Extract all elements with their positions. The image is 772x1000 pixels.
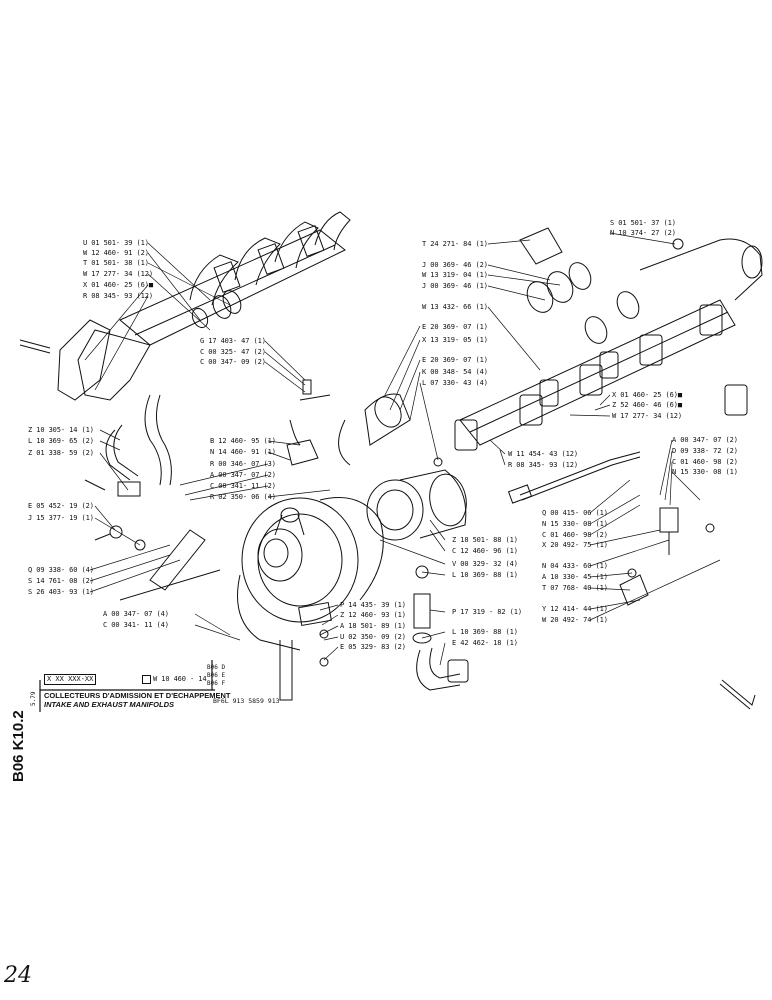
part-label: J 00 369- 46 (2) — [422, 261, 488, 269]
part-label: C 00 341- 11 (2) — [210, 482, 276, 490]
part-label: N 10 374- 27 (2) — [610, 229, 676, 237]
part-label: C 00 325- 47 (2) — [200, 348, 266, 356]
left-hoses — [84, 394, 221, 601]
part-label: C 01 460- 98 (2) — [542, 531, 608, 539]
part-label: E 20 369- 07 (1) — [422, 356, 488, 364]
part-label: B 12 460- 95 (1) — [210, 437, 276, 445]
part-label: L 10 369- 88 (1) — [452, 628, 518, 636]
part-label: Z 01 338- 59 (2) — [28, 449, 94, 457]
exhaust-manifold — [454, 227, 763, 451]
part-label: C 00 341- 11 (4) — [103, 621, 169, 629]
part-label: J 15 377- 19 (1) — [28, 514, 94, 522]
part-label: Z 10 305- 14 (1) — [28, 426, 94, 434]
part-label: L 10 369- 65 (2) — [28, 437, 94, 445]
part-label: S 26 403- 93 (1) — [28, 588, 94, 596]
part-label: E 05 452- 19 (2) — [28, 502, 94, 510]
part-label: Z 12 460- 93 (1) — [340, 611, 406, 619]
reference-checkbox-label: W 10 460 - 14 — [153, 675, 207, 683]
part-label: J 00 369- 46 (1) — [422, 282, 488, 290]
title-french: COLLECTEURS D'ADMISSION ET D'ECHAPPEMENT — [44, 691, 231, 700]
part-label: E 05 329- 83 (2) — [340, 643, 406, 651]
part-label: L 07 330- 43 (4) — [422, 379, 488, 387]
engine-models: BF6L 913 5859 913 — [213, 697, 280, 705]
part-label: W 20 492- 74 (1) — [542, 616, 608, 624]
part-label: Z 18 501- 88 (1) — [452, 536, 518, 544]
part-label: R 08 345- 93 (12) — [508, 461, 578, 469]
part-label: T 24 271- 84 (1) — [422, 240, 488, 248]
part-label: U 02 350- 09 (2) — [340, 633, 406, 641]
part-label: W 17 277- 34 (12) — [612, 412, 682, 420]
part-label: L 10 369- 88 (1) — [452, 571, 518, 579]
variant-item: B06 F — [207, 680, 226, 687]
part-label: A 00 347- 07 (2) — [672, 436, 738, 444]
reference-box: X XX XXX-XX — [44, 674, 97, 685]
part-label: P 14 435- 39 (1) — [340, 601, 406, 609]
part-label: P 17 319 - 82 (1) — [452, 608, 522, 616]
part-label: A 18 501- 89 (1) — [340, 622, 406, 630]
part-label: C 12 460- 96 (1) — [452, 547, 518, 555]
part-label: W 12 460- 91 (2) — [83, 249, 149, 257]
leader-lines — [84, 232, 721, 666]
part-label: Y 12 414- 44 (1) — [542, 605, 608, 613]
variant-item: B06 E — [207, 672, 226, 679]
part-label: E 20 369- 07 (1) — [422, 323, 488, 331]
part-label: E 42 462- 18 (1) — [452, 639, 518, 647]
variant-list: B06 D B06 E B06 F — [207, 664, 225, 688]
part-label: W 13 319- 04 (1) — [422, 271, 488, 279]
part-label: A 10 330- 45 (1) — [542, 573, 608, 581]
part-label: R 08 345- 93 (12) — [83, 292, 153, 300]
water-pipe — [412, 565, 469, 691]
variant-item: B06 D — [207, 664, 226, 671]
page-number: 24 — [4, 963, 32, 988]
part-label: Q 00 415- 06 (1) — [542, 509, 608, 517]
part-label: D 09 338- 72 (2) — [672, 447, 738, 455]
part-label: W 11 454- 43 (12) — [508, 450, 578, 458]
part-label: S 01 501- 37 (1) — [610, 219, 676, 227]
part-label: N 15 330- 08 (1) — [542, 520, 608, 528]
part-label: T 07 768- 40 (1) — [542, 584, 608, 592]
part-label: N 14 460- 91 (1) — [210, 448, 276, 456]
turbocharger — [237, 497, 384, 701]
part-label: S 14 761- 08 (2) — [28, 577, 94, 585]
part-label: X 13 319- 05 (1) — [422, 336, 488, 344]
part-label: V 00 329- 32 (4) — [452, 560, 518, 568]
title-block-frame — [39, 660, 215, 712]
sheet-code: B06 K10.2 — [10, 710, 30, 782]
intake-connector — [286, 379, 443, 467]
part-label: N 04 433- 60 (1) — [542, 562, 608, 570]
sheet-code-text: B06 K10.2 — [10, 710, 27, 782]
title-english: INTAKE AND EXHAUST MANIFOLDS — [44, 700, 174, 709]
part-label: Q 09 338- 60 (4) — [28, 566, 94, 574]
part-label: A 00 347- 07 (2) — [210, 471, 276, 479]
drain-pipe — [507, 451, 756, 710]
part-label: Z 52 460- 46 (6)■ — [612, 401, 682, 409]
part-label: X 20 492- 75 (1) — [542, 541, 608, 549]
part-label: T 01 501- 38 (1) — [83, 259, 149, 267]
part-label: R 00 346- 07 (3) — [210, 460, 276, 468]
checkbox-icon — [142, 675, 151, 684]
part-label: N 15 330- 08 (1) — [672, 468, 738, 476]
part-label: U 01 501- 39 (1) — [83, 239, 149, 247]
sheet-date: 5.79 — [30, 691, 37, 706]
part-label: C 01 460- 98 (2) — [672, 458, 738, 466]
part-label: X 01 460- 25 (6)■ — [612, 391, 682, 399]
part-label: K 00 348- 54 (4) — [422, 368, 488, 376]
part-label: W 13 432- 66 (1) — [422, 303, 488, 311]
part-label: W 17 277- 34 (12) — [83, 270, 153, 278]
part-label: X 01 460- 25 (6)■ — [83, 281, 153, 289]
part-label: A 00 347- 07 (4) — [103, 610, 169, 618]
intake-manifold — [19, 211, 351, 401]
turbo-elbow — [366, 469, 467, 541]
part-label: R 02 350- 06 (4) — [210, 493, 276, 501]
part-label: C 00 347- 09 (2) — [200, 358, 266, 366]
part-label: G 17 403- 47 (1) — [200, 337, 266, 345]
